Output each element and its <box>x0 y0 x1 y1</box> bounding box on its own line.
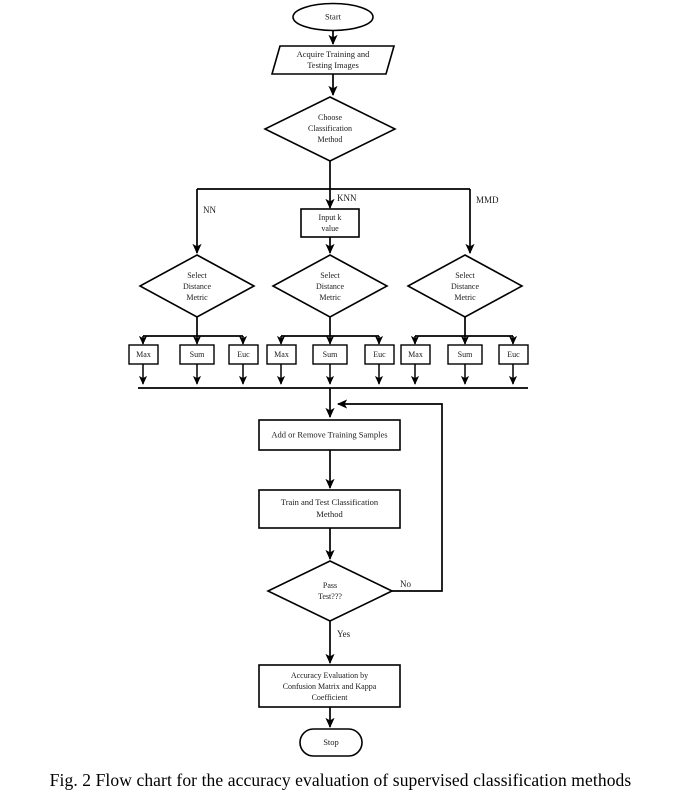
node-metric-knn-line3: Metric <box>319 293 341 302</box>
node-train-test-line2: Method <box>316 509 343 519</box>
node-accuracy-eval-line2: Confusion Matrix and Kappa <box>283 682 377 691</box>
node-mmd-sum-label: Sum <box>458 350 473 359</box>
node-metric-nn-line1: Select <box>187 271 207 280</box>
node-metric-mmd-line1: Select <box>455 271 475 280</box>
node-start-label: Start <box>325 11 342 21</box>
node-choose-method-line1: Choose <box>318 113 342 122</box>
edge-label-nn: NN <box>203 205 216 215</box>
node-accuracy-eval-line3: Coefficient <box>312 693 349 702</box>
node-acquire-line1: Acquire Training and <box>297 49 370 59</box>
node-nn-euc-label: Euc <box>237 350 250 359</box>
node-nn-max-label: Max <box>136 350 151 359</box>
node-input-k-line1: Input k <box>319 213 342 222</box>
node-metric-knn-line1: Select <box>320 271 340 280</box>
node-add-remove <box>258 419 401 451</box>
node-pass-test-line2: Test??? <box>318 592 342 601</box>
edge-pass-no-feedback <box>336 399 443 592</box>
node-nn-sum-label: Sum <box>190 350 205 359</box>
node-accuracy-eval <box>258 664 401 708</box>
node-mmd-max-label: Max <box>408 350 423 359</box>
node-metric-mmd-line2: Distance <box>451 282 479 291</box>
node-train-test <box>258 489 401 529</box>
node-pass-test-line1: Pass <box>323 581 337 590</box>
node-stop-label: Stop <box>323 737 339 747</box>
node-add-remove-label: Add or Remove Training Samples <box>271 429 387 439</box>
node-start <box>292 2 374 32</box>
node-acquire <box>270 45 396 75</box>
node-mmd-euc-label: Euc <box>507 350 520 359</box>
figure-caption: Fig. 2 Flow chart for the accuracy evalu… <box>49 770 632 790</box>
node-metric-nn-line3: Metric <box>186 293 208 302</box>
node-knn-max-label: Max <box>274 350 289 359</box>
node-metric-mmd-line3: Metric <box>454 293 476 302</box>
flowchart-canvas: Start Acquire Training and Testing Image… <box>128 2 529 757</box>
node-knn-sum-label: Sum <box>323 350 338 359</box>
node-train-test-line1: Train and Test Classification <box>281 497 379 507</box>
edge-label-mmd: MMD <box>476 195 499 205</box>
node-knn-euc-label: Euc <box>373 350 386 359</box>
node-input-k <box>300 208 360 238</box>
node-stop <box>299 728 363 757</box>
node-metric-knn-line2: Distance <box>316 282 344 291</box>
node-choose-method-line2: Classification <box>308 124 352 133</box>
node-acquire-line2: Testing Images <box>307 60 359 70</box>
edge-label-yes: Yes <box>337 629 351 639</box>
node-accuracy-eval-line1: Accuracy Evaluation by <box>291 671 368 680</box>
edge-label-no: No <box>400 579 411 589</box>
node-metric-nn-line2: Distance <box>183 282 211 291</box>
node-input-k-line2: value <box>321 224 339 233</box>
node-choose-method-line3: Method <box>318 135 343 144</box>
edge-label-knn: KNN <box>337 193 357 203</box>
